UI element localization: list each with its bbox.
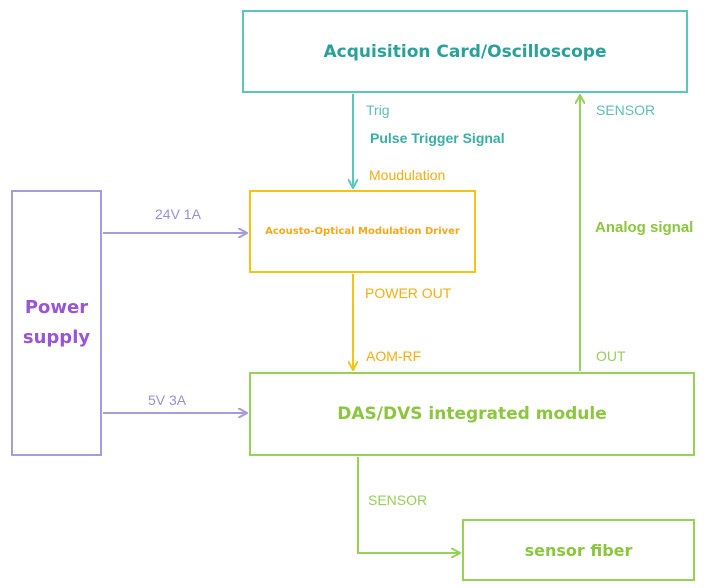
power-24v-label: 24V 1A — [155, 206, 201, 222]
trig-label: Trig — [366, 102, 390, 118]
das-dvs-module-label: DAS/DVS integrated module — [337, 404, 607, 424]
pulse-trigger-label: Pulse Trigger Signal — [370, 130, 505, 146]
sensor-bottom-label: SENSOR — [368, 492, 428, 508]
acquisition-card-box: Acquisition Card/Oscilloscope — [242, 10, 688, 93]
aom-rf-label: AOM-RF — [366, 348, 422, 364]
power-supply-label: Power supply — [23, 293, 90, 353]
das-dvs-module-box: DAS/DVS integrated module — [249, 372, 695, 456]
sensor-fiber-box: sensor fiber — [462, 519, 695, 581]
sensor-top-label: SENSOR — [596, 102, 656, 118]
aom-driver-box: Acousto-Optical Modulation Driver — [249, 190, 476, 273]
sensor-fiber-arrow — [357, 457, 459, 553]
sensor-fiber-label: sensor fiber — [524, 540, 633, 560]
aom-driver-label: Acousto-Optical Modulation Driver — [265, 226, 460, 237]
power-supply-line1: Power — [24, 297, 89, 318]
moudulation-label: Moudulation — [369, 167, 446, 183]
power-supply-line2: supply — [22, 327, 91, 348]
out-label: OUT — [596, 348, 626, 364]
acquisition-card-label: Acquisition Card/Oscilloscope — [323, 41, 607, 62]
power-supply-box: Power supply — [11, 190, 102, 456]
power-5v-label: 5V 3A — [148, 392, 187, 408]
analog-signal-label: Analog signal — [595, 219, 694, 236]
power-out-label: POWER OUT — [365, 285, 452, 301]
